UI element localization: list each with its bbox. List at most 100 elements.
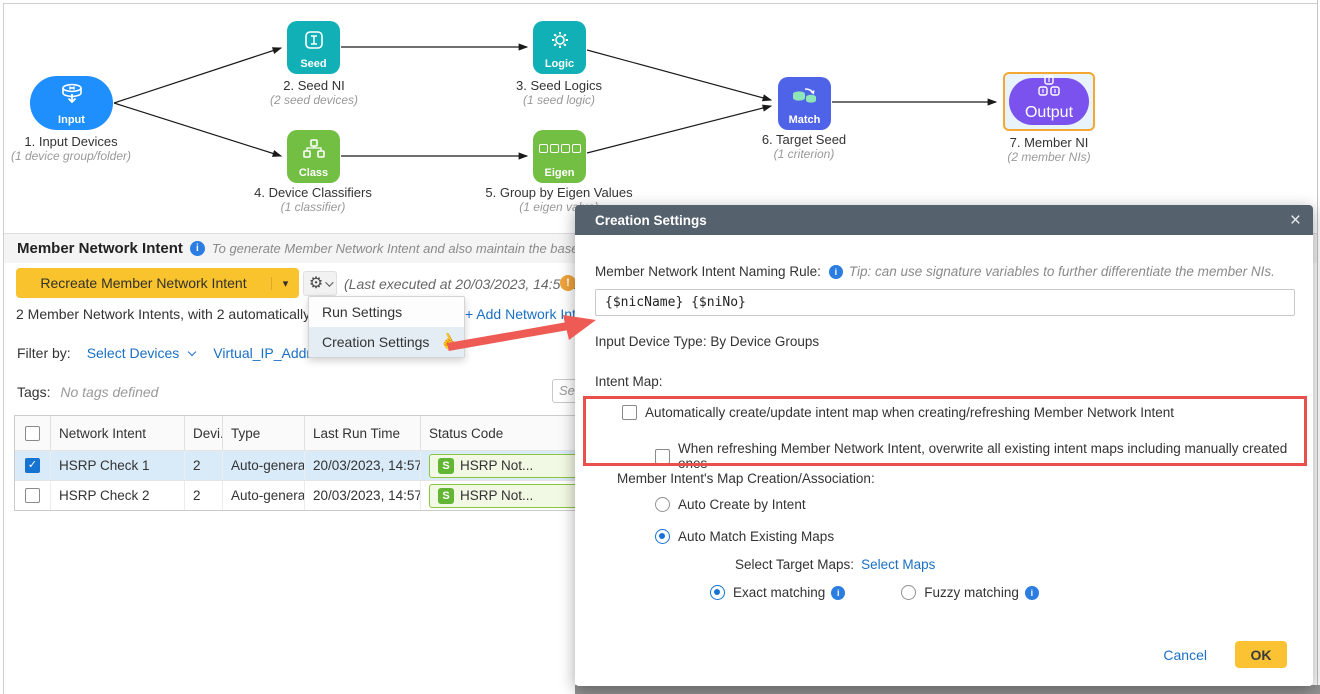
node-title: 4. Device Classifiers: [254, 185, 372, 200]
naming-rule-label: Member Network Intent Naming Rule:: [595, 264, 821, 279]
node-badge: Input: [58, 114, 85, 126]
caption-seed-logics: 3. Seed Logics (1 seed logic): [489, 78, 629, 108]
row-checkbox[interactable]: [25, 488, 40, 503]
settings-gear-button[interactable]: ⚙: [303, 271, 337, 296]
dialog-titlebar[interactable]: Creation Settings ×: [575, 205, 1313, 235]
info-icon[interactable]: i: [831, 585, 846, 600]
tags-value: No tags defined: [60, 384, 159, 400]
caption-group-by-eigen: 5. Group by Eigen Values (1 eigen value): [464, 185, 654, 215]
caption-seed-ni: 2. Seed NI (2 seed devices): [244, 78, 384, 108]
node-badge: Eigen: [544, 167, 575, 179]
node-badge: Logic: [544, 58, 575, 70]
node-title: 2. Seed NI: [283, 78, 345, 93]
ok-button[interactable]: OK: [1235, 641, 1287, 668]
node-group-by-eigen[interactable]: Eigen: [533, 130, 586, 183]
menu-item-creation-settings[interactable]: Creation Settings ☝: [309, 327, 464, 357]
node-badge: Class: [298, 167, 329, 179]
column-last-run-time[interactable]: Last Run Time: [305, 416, 421, 450]
status-badge[interactable]: S HSRP Not...: [429, 453, 579, 478]
flow-edges: [113, 43, 998, 160]
node-target-seed[interactable]: Match: [778, 77, 831, 130]
node-seed-ni[interactable]: Seed: [287, 21, 340, 74]
auto-create-map-label: Automatically create/update intent map w…: [645, 405, 1175, 420]
device-filter-link[interactable]: Virtual_IP_Addre: [213, 345, 319, 361]
last-executed-text: (Last executed at 20/03/2023, 14:56:32): [344, 276, 593, 292]
cell-type: Auto-genera...: [223, 481, 305, 510]
node-title: 3. Seed Logics: [515, 78, 602, 93]
info-icon[interactable]: i: [189, 241, 205, 256]
add-network-intent-link[interactable]: + Add Network Intent: [465, 306, 596, 322]
node-subtitle: (1 seed logic): [522, 93, 596, 107]
cell-last-run: 20/03/2023, 14:57:53: [305, 451, 421, 480]
recreate-button-label: Recreate Member Network Intent: [40, 275, 247, 291]
cell-network-intent[interactable]: HSRP Check 2: [51, 481, 185, 510]
select-maps-link[interactable]: Select Maps: [861, 557, 936, 572]
output-blocks-icon: [1034, 75, 1064, 104]
column-type[interactable]: Type: [223, 416, 305, 450]
exact-matching-radio[interactable]: [710, 585, 725, 600]
dialog-title: Creation Settings: [595, 212, 707, 228]
info-icon[interactable]: i: [828, 264, 843, 279]
background-strip: [575, 685, 1320, 694]
select-all-checkbox[interactable]: [15, 416, 51, 450]
filter-row: Filter by: Select Devices Virtual_IP_Add…: [17, 345, 319, 361]
creation-settings-dialog: Creation Settings × Member Network Inten…: [575, 205, 1313, 686]
node-seed-logics[interactable]: Logic: [533, 21, 586, 74]
tags-label: Tags:: [17, 384, 51, 400]
match-cylinders-icon: [791, 77, 819, 114]
close-icon[interactable]: ×: [1289, 209, 1301, 231]
gear-node-icon: [549, 21, 571, 58]
tags-row: Tags: No tags defined: [17, 384, 158, 400]
status-text: HSRP Not...: [460, 458, 534, 473]
info-icon[interactable]: i: [1024, 585, 1039, 600]
column-devices[interactable]: Devi...: [185, 416, 223, 450]
node-subtitle: (1 criterion): [773, 147, 835, 161]
node-subtitle: (2 member NIs): [1007, 150, 1091, 164]
cell-last-run: 20/03/2023, 14:57:53: [305, 481, 421, 510]
auto-create-map-checkbox[interactable]: [622, 405, 637, 420]
summary-text: 2 Member Network Intents, with 2 automat…: [16, 306, 378, 322]
cell-devices: 2: [185, 481, 223, 510]
caret-down-icon[interactable]: ▾: [271, 276, 299, 290]
node-member-ni-selected-frame[interactable]: Output: [1003, 72, 1095, 131]
status-badge[interactable]: S HSRP Not...: [429, 483, 579, 508]
input-cylinder-icon: [59, 76, 85, 114]
warning-icon[interactable]: !: [560, 275, 576, 291]
node-badge: Output: [1024, 104, 1074, 121]
fuzzy-matching-radio[interactable]: [901, 585, 917, 600]
chevron-down-icon[interactable]: [188, 347, 197, 357]
cell-network-intent[interactable]: HSRP Check 1: [51, 451, 185, 480]
auto-match-existing-maps-radio[interactable]: [655, 529, 670, 544]
naming-rule-input[interactable]: {$nicName} {$niNo}: [595, 289, 1295, 316]
caption-input-devices: 1. Input Devices (1 device group/folder): [0, 134, 142, 164]
map-association-label: Member Intent's Map Creation/Association…: [617, 471, 875, 486]
node-badge: Match: [788, 114, 821, 126]
recreate-member-network-intent-button[interactable]: Recreate Member Network Intent ▾: [16, 268, 299, 298]
naming-rule-tip: Tip: can use signature variables to furt…: [848, 264, 1275, 279]
auto-create-by-intent-label: Auto Create by Intent: [678, 497, 806, 512]
cancel-button[interactable]: Cancel: [1163, 646, 1207, 663]
auto-match-existing-maps-label: Auto Match Existing Maps: [678, 529, 835, 544]
classifier-tree-icon: [302, 130, 326, 167]
node-subtitle: (1 classifier): [280, 200, 346, 214]
page-border-right: [1317, 0, 1318, 694]
page-border-top: [3, 3, 1318, 4]
cell-type: Auto-genera...: [223, 451, 305, 480]
node-title: 1. Input Devices: [24, 134, 118, 149]
gear-dropdown-menu: Run Settings Creation Settings ☝: [308, 296, 465, 358]
auto-create-by-intent-radio[interactable]: [655, 497, 670, 512]
hand-pointer-icon: ☝: [436, 330, 462, 355]
column-network-intent[interactable]: Network Intent: [51, 416, 185, 450]
node-input-devices[interactable]: Input: [30, 76, 113, 130]
annotation-highlight-box: [583, 396, 1307, 466]
node-member-ni[interactable]: Output: [1009, 75, 1089, 125]
menu-item-run-settings[interactable]: Run Settings: [309, 297, 464, 327]
node-device-classifiers[interactable]: Class: [287, 130, 340, 183]
caption-member-ni: 7. Member NI (2 member NIs): [979, 135, 1119, 165]
success-status-icon: S: [438, 457, 454, 474]
select-target-maps-label: Select Target Maps:: [735, 557, 855, 572]
select-devices-link[interactable]: Select Devices: [86, 345, 180, 361]
row-checkbox[interactable]: ✓: [25, 458, 40, 473]
caption-target-seed: 6. Target Seed (1 criterion): [734, 132, 874, 162]
